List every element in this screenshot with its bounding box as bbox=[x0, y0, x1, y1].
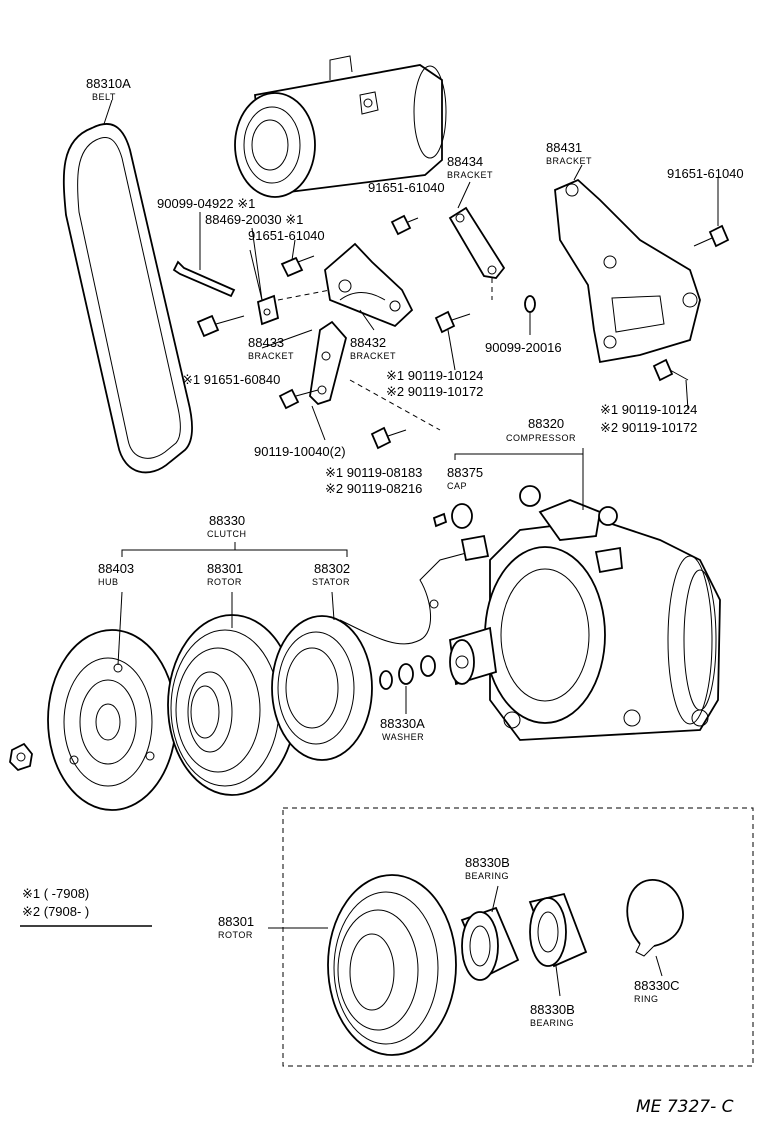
label-91651-61040-b: 91651-61040 bbox=[368, 180, 445, 195]
label-88301-detail-pn: 88301 bbox=[218, 914, 254, 929]
stator-88302 bbox=[271, 534, 490, 761]
label-88330b-top-pn: 88330B bbox=[465, 855, 510, 870]
drawing-code: ME 7327- C bbox=[636, 1097, 734, 1117]
label-88302-name: STATOR bbox=[312, 577, 350, 587]
washer-90099-20016 bbox=[524, 295, 536, 313]
compressor-group-bracket bbox=[454, 453, 583, 460]
label-bolt-pair-right-1: ※1 90119-10124 bbox=[600, 402, 697, 417]
label-88432-pn: 88432 bbox=[350, 335, 386, 350]
label-88434-name: BRACKET bbox=[447, 170, 493, 180]
label-88433-pn: 88433 bbox=[248, 335, 284, 350]
label-bolt-pair-mid-2: ※2 90119-10172 bbox=[386, 384, 483, 399]
spacer-88469-20030 bbox=[251, 227, 280, 326]
label-88330b-bottom-name: BEARING bbox=[530, 1018, 574, 1028]
bolt-91651-61040-b bbox=[390, 214, 419, 236]
label-88330b-bottom-pn: 88330B bbox=[530, 1002, 575, 1017]
label-88320-name: COMPRESSOR bbox=[506, 433, 576, 443]
legend-line-2: ※2 (7908- ) bbox=[22, 904, 89, 919]
label-88469-20030: 88469-20030 ※1 bbox=[205, 212, 303, 227]
belt bbox=[62, 99, 194, 474]
label-91651-61040-c: 91651-61040 bbox=[667, 166, 744, 181]
label-88330a-pn: 88330A bbox=[380, 716, 425, 731]
label-88434-pn: 88434 bbox=[447, 154, 483, 169]
bracket-88431-part bbox=[554, 178, 701, 364]
rotor-detail bbox=[327, 874, 457, 1056]
label-88431-name: BRACKET bbox=[546, 156, 592, 166]
label-88375-name: CAP bbox=[447, 481, 467, 491]
label-88330-name: CLUTCH bbox=[207, 529, 247, 539]
label-88375-pn: 88375 bbox=[447, 465, 483, 480]
label-88301-pn: 88301 bbox=[207, 561, 243, 576]
clutch-group-bracket bbox=[121, 549, 348, 557]
hub-88403 bbox=[47, 629, 177, 811]
label-bolt-pair-low-2: ※2 90119-08216 bbox=[325, 481, 422, 496]
bearing-top-88330b bbox=[460, 885, 520, 981]
nut bbox=[9, 742, 33, 772]
compressor-top-view bbox=[234, 55, 447, 198]
label-88301-detail-name: ROTOR bbox=[218, 930, 253, 940]
washers-88330a bbox=[379, 655, 436, 690]
label-bolt-pair-right-2: ※2 90119-10172 bbox=[600, 420, 697, 435]
label-88431-pn: 88431 bbox=[546, 140, 582, 155]
ring-88330c bbox=[626, 879, 684, 977]
legend-line-1: ※1 ( -7908) bbox=[22, 886, 89, 901]
bracket-88432-part bbox=[277, 242, 414, 328]
bolt-91651-61040-a bbox=[280, 255, 315, 278]
bolt-91651-61040-c bbox=[693, 224, 730, 248]
label-88433-name: BRACKET bbox=[248, 351, 294, 361]
bolt-90119-10124-mid bbox=[434, 310, 471, 334]
label-88330c-name: RING bbox=[634, 994, 659, 1004]
long-bolt-90099-04922 bbox=[172, 212, 236, 298]
label-88330b-top-name: BEARING bbox=[465, 871, 509, 881]
detail-box bbox=[282, 807, 754, 1067]
label-88330-pn: 88330 bbox=[209, 513, 245, 528]
label-88403-name: HUB bbox=[98, 577, 119, 587]
bolt-90119-10040 bbox=[278, 388, 319, 410]
label-88330a-name: WASHER bbox=[382, 732, 424, 742]
cap-88375 bbox=[451, 503, 473, 529]
label-91651-60840: ※1 91651-60840 bbox=[182, 372, 280, 387]
label-bolt-pair-low-1: ※1 90119-08183 bbox=[325, 465, 422, 480]
label-88301-name: ROTOR bbox=[207, 577, 242, 587]
label-90119-10040: 90119-10040(2) bbox=[254, 444, 346, 459]
label-88432-name: BRACKET bbox=[350, 351, 396, 361]
bolt-90119-10124-right bbox=[652, 358, 689, 382]
label-belt-pn: 88310A bbox=[86, 76, 131, 91]
label-bolt-pair-mid-1: ※1 90119-10124 bbox=[386, 368, 483, 383]
bracket-88433-part bbox=[309, 320, 347, 406]
label-88330c-pn: 88330C bbox=[634, 978, 680, 993]
label-belt-name: BELT bbox=[92, 92, 116, 102]
label-88403-pn: 88403 bbox=[98, 561, 134, 576]
compressor bbox=[449, 448, 721, 741]
bracket-88434-part bbox=[448, 206, 506, 300]
label-90099-04922: 90099-04922 ※1 bbox=[157, 196, 255, 211]
bolt-90119-08183 bbox=[349, 379, 441, 450]
bolt-91651-60840 bbox=[196, 314, 245, 338]
label-91651-61040-a: 91651-61040 bbox=[248, 228, 325, 243]
label-88320-pn: 88320 bbox=[528, 416, 564, 431]
small-bolt bbox=[432, 512, 448, 528]
label-88302-pn: 88302 bbox=[314, 561, 350, 576]
bearing-bottom-88330b bbox=[528, 892, 588, 997]
label-90099-20016: 90099-20016 bbox=[485, 340, 562, 355]
